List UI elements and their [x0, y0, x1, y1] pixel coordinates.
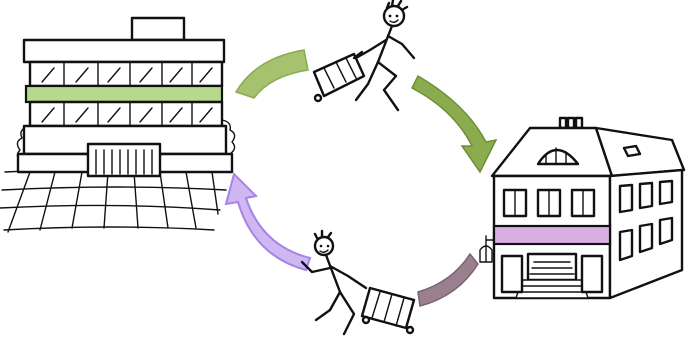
ground-grid	[0, 169, 232, 232]
chimney-1	[560, 118, 566, 128]
green-arrow-top-right	[412, 76, 496, 172]
house-entrance	[528, 254, 576, 280]
traveler-icon	[356, 0, 414, 110]
window-row-upper	[30, 62, 222, 86]
green-highlight-band	[26, 86, 222, 102]
modern-building-icon	[0, 18, 235, 232]
entrance	[88, 144, 160, 176]
roof-slab	[24, 40, 224, 62]
classic-house-icon	[480, 118, 684, 298]
suitcase-icon	[314, 52, 364, 101]
front-door-left	[502, 256, 522, 292]
wall-lamp-icon	[480, 236, 494, 262]
skylight	[624, 146, 640, 156]
suitcase-icon	[362, 288, 414, 333]
green-arrow-top-left	[236, 50, 308, 98]
chimney-2	[568, 118, 574, 128]
mauve-arrow-bottom-right	[418, 254, 478, 306]
front-door-right	[582, 256, 602, 292]
pink-highlight-band	[494, 226, 610, 244]
chimney-3	[576, 118, 582, 128]
purple-arrow-bottom-left	[226, 174, 310, 270]
roof-box	[132, 18, 184, 40]
traveler-icon	[302, 231, 366, 334]
window-row-lower	[30, 102, 222, 126]
